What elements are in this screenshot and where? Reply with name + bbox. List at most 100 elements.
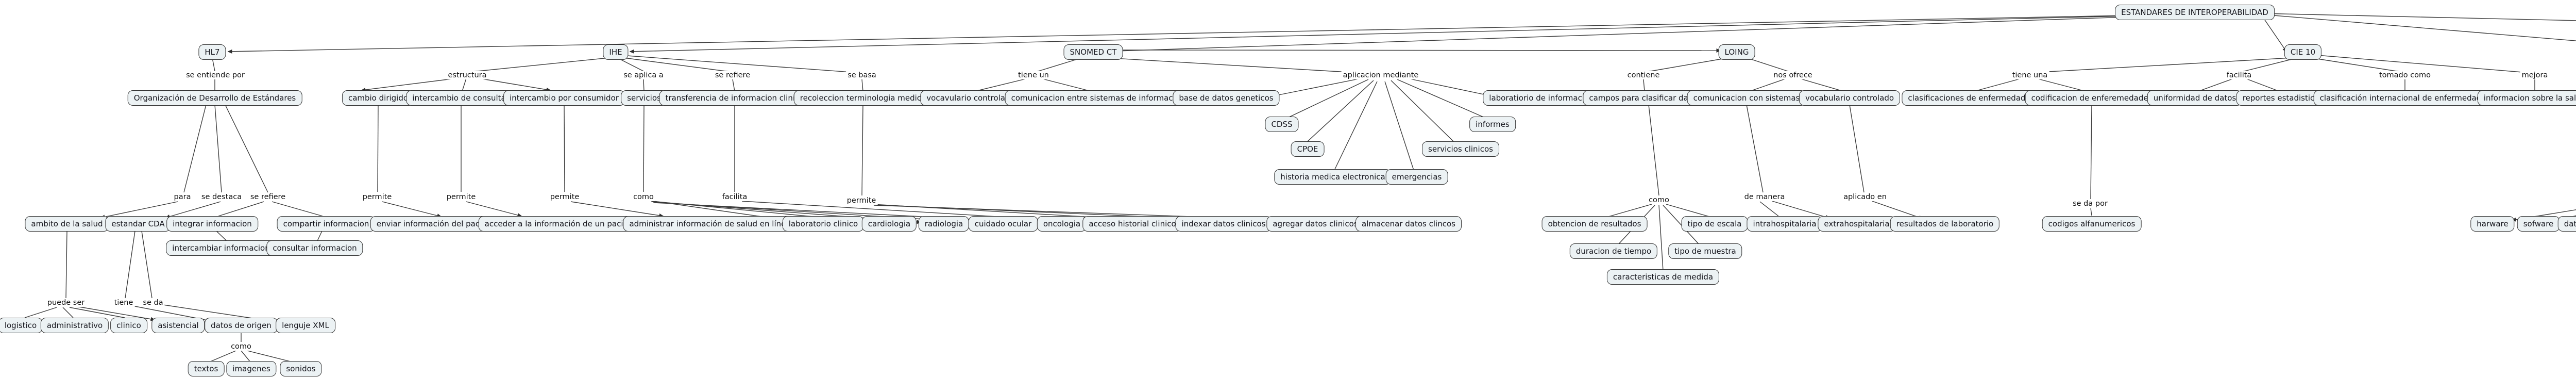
concept-node-recoleccion-terminologia-medica[interactable]: recoleccion terminologia medica <box>793 90 933 106</box>
concept-node-informacion-sobre-la-salud[interactable]: informacion sobre la salud <box>2477 90 2576 106</box>
link-label-tomado-como[interactable]: tomado como <box>2377 71 2433 79</box>
link-label-aplicacion-mediante[interactable]: aplicacion mediante <box>1341 71 1420 79</box>
link-label-permite-intercambio-consultas[interactable]: permite <box>445 193 478 201</box>
concept-node-agregar-datos-clinicos[interactable]: agregar datos clinicos <box>1266 216 1364 232</box>
concept-node-sonidos[interactable]: sonidos <box>280 361 322 376</box>
concept-node-integrar-informacion[interactable]: integrar informacion <box>166 216 258 232</box>
link-label-se-aplica-a[interactable]: se aplica a <box>622 71 665 79</box>
link-label-tiene-un[interactable]: tiene un <box>1016 71 1050 79</box>
link-label-tiene-cda[interactable]: tiene <box>112 299 135 307</box>
concept-node-harware[interactable]: harware <box>2470 216 2515 232</box>
concept-node-caracteristicas-de-medida[interactable]: caracteristicas de medida <box>1606 269 1720 285</box>
link-label-como-campos[interactable]: como <box>1647 196 1671 204</box>
concept-node-resultados-de-laboratorio[interactable]: resultados de laboratorio <box>1890 216 2000 232</box>
concept-node-snomed-ct[interactable]: SNOMED CT <box>1063 44 1123 60</box>
concept-node-transferencia-informacion-clinica[interactable]: transferencia de informacion clinica <box>659 90 810 106</box>
concept-node-codigos-alfanumericos[interactable]: codigos alfanumericos <box>2042 216 2142 232</box>
concept-node-loing[interactable]: LOING <box>1718 44 1755 60</box>
concept-node-cdss[interactable]: CDSS <box>1265 117 1299 132</box>
concept-node-datos-referenciados[interactable]: datos referenciados <box>2557 216 2576 232</box>
concept-node-intercambiar-informacion[interactable]: intercambiar informacion <box>166 240 276 256</box>
concept-node-asistencial[interactable]: asistencial <box>151 318 205 333</box>
link-label-se-basa[interactable]: se basa <box>846 71 878 79</box>
link-label-se-entiende-por[interactable]: se entiende por <box>184 71 246 79</box>
concept-node-intercambio-de-consultas[interactable]: intercambio de consultas <box>406 90 516 106</box>
concept-node-cambio-dirigido[interactable]: cambio dirigido <box>342 90 415 106</box>
concept-node-hl7[interactable]: HL7 <box>198 44 226 60</box>
concept-node-textos[interactable]: textos <box>188 361 225 376</box>
concept-node-laboratiorio-de-informacion[interactable]: laboratiorio de informacion <box>1483 90 1600 106</box>
link-label-tiene-una[interactable]: tiene una <box>2010 71 2049 79</box>
concept-node-lenguje-xml[interactable]: lenguje XML <box>276 318 335 333</box>
concept-node-estandar-cda[interactable]: estandar CDA <box>105 216 171 232</box>
concept-node-campos-para-clasificar-datos[interactable]: campos para clasificar datos <box>1583 90 1706 106</box>
concept-node-organizacion-desarrollo-estandares[interactable]: Organización de Desarrollo de Estándares <box>127 90 302 106</box>
link-label-permite-cambio-dirigido[interactable]: permite <box>361 193 394 201</box>
concept-node-radiologia[interactable]: radiologia <box>918 216 970 232</box>
concept-node-ihe[interactable]: IHE <box>603 44 629 60</box>
concept-node-administrar-informacion-salud-linea[interactable]: administrar información de salud en líne… <box>623 216 797 232</box>
concept-node-imagenes[interactable]: imagenes <box>226 361 277 376</box>
concept-node-logistico[interactable]: logistico <box>0 318 43 333</box>
connector-line <box>643 104 645 192</box>
link-label-facilita-transferencia[interactable]: facilita <box>720 193 749 201</box>
concept-node-clasificacion-internacional-enfermedades[interactable]: clasificación internacional de enfermeda… <box>2313 90 2497 106</box>
concept-node-almacenar-datos-clincos[interactable]: almacenar datos clincos <box>1355 216 1462 232</box>
concept-node-acceder-informacion-paciente[interactable]: acceder a la información de un paciente <box>478 216 647 232</box>
concept-node-cie-10[interactable]: CIE 10 <box>2284 44 2322 60</box>
link-label-nos-ofrece[interactable]: nos ofrece <box>1772 71 1814 79</box>
link-label-aplicado-en[interactable]: aplicado en <box>1842 193 1888 201</box>
link-label-se-da-por[interactable]: se da por <box>2071 200 2109 208</box>
concept-node-intercambio-por-consumidor[interactable]: intercambio por consumidor <box>503 90 625 106</box>
link-label-estructura[interactable]: estructura <box>446 71 488 79</box>
link-label-mejora[interactable]: mejora <box>2520 71 2550 79</box>
concept-node-cuidado-ocular[interactable]: cuidado ocular <box>968 216 1038 232</box>
connector-line <box>629 15 2128 54</box>
concept-node-sofware[interactable]: sofware <box>2517 216 2560 232</box>
link-label-puede-ser[interactable]: puede ser <box>45 299 87 307</box>
concept-node-clasificaciones-de-enfermedades[interactable]: clasificaciones de enfermedades <box>1902 90 2041 106</box>
concept-node-base-datos-geneticos[interactable]: base de datos geneticos <box>1173 90 1280 106</box>
concept-node-root[interactable]: ESTANDARES DE INTEROPERABILIDAD <box>2115 5 2275 20</box>
concept-node-consultar-informacion[interactable]: consultar informacion <box>266 240 363 256</box>
concept-node-uniformidad-de-datos[interactable]: uniformidad de datos <box>2147 90 2243 106</box>
concept-node-comunicacion-entre-sistemas-informacion[interactable]: comunicacion entre sistemas de informaci… <box>1005 90 1191 106</box>
link-label-facilita-cie10[interactable]: facilita <box>2225 71 2253 79</box>
concept-node-laboratorio-clinico[interactable]: laboratorio clinico <box>782 216 865 232</box>
concept-node-tipo-de-muestra[interactable]: tipo de muestra <box>1668 243 1742 259</box>
concept-node-comunicacion-con-sistemas[interactable]: comunicacion con sistemas <box>1687 90 1806 106</box>
concept-node-administrativo[interactable]: administrativo <box>40 318 109 333</box>
concept-node-tipo-de-escala[interactable]: tipo de escala <box>1681 216 1748 232</box>
concept-node-obtencion-de-resultados[interactable]: obtencion de resultados <box>1541 216 1648 232</box>
concept-node-clinico[interactable]: clinico <box>110 318 147 333</box>
concept-node-cardiologia[interactable]: cardiologia <box>861 216 917 232</box>
concept-node-codificacion-de-enferemedades[interactable]: codificacion de enferemedades <box>2025 90 2159 106</box>
concept-node-vocavulario-controlado[interactable]: vocavulario controlado <box>920 90 1021 106</box>
concept-node-ambito-de-la-salud[interactable]: ambito de la salud <box>25 216 109 232</box>
link-label-como-servicios[interactable]: como <box>632 193 655 201</box>
concept-node-emergencias[interactable]: emergencias <box>1385 169 1448 185</box>
concept-node-datos-de-origen[interactable]: datos de origen <box>205 318 278 333</box>
link-label-se-destaca[interactable]: se destaca <box>199 193 244 201</box>
concept-node-duracion-de-tiempo[interactable]: duracion de tiempo <box>1569 243 1658 259</box>
link-label-como-datos-origen[interactable]: como <box>229 342 253 351</box>
concept-node-servicios-clinicos[interactable]: servicios clinicos <box>1422 141 1499 157</box>
link-label-para-organizacion[interactable]: para <box>172 193 193 201</box>
concept-node-historia-medica-electronica[interactable]: historia medica electronica <box>1274 169 1392 185</box>
concept-node-cpoe[interactable]: CPOE <box>1291 141 1325 157</box>
link-label-permite-intercambio-consumidor[interactable]: permite <box>548 193 581 201</box>
link-label-contiene[interactable]: contiene <box>1625 71 1662 79</box>
link-label-se-refiere-ihe[interactable]: se refiere <box>713 71 752 79</box>
link-label-se-refiere-organizacion[interactable]: se refiere <box>248 193 287 201</box>
concept-node-vocabulario-controlado[interactable]: vocabulario controlado <box>1799 90 1901 106</box>
concept-node-oncologia[interactable]: oncologia <box>1037 216 1087 232</box>
concept-node-extrahospitalaria[interactable]: extrahospitalaria <box>1818 216 1896 232</box>
concept-node-indexar-datos-clinicos[interactable]: indexar datos clinicos <box>1175 216 1272 232</box>
link-label-se-da-cda[interactable]: se da <box>141 299 165 307</box>
link-label-permite-recoleccion[interactable]: permite <box>845 196 878 205</box>
link-label-de-manera[interactable]: de manera <box>1742 193 1787 201</box>
concept-node-intrahospitalaria[interactable]: intrahospitalaria <box>1747 216 1823 232</box>
concept-node-acceso-historial-clinico[interactable]: acceso historial clinico <box>1082 216 1182 232</box>
concept-node-informes[interactable]: informes <box>1469 117 1516 132</box>
concept-node-compartir-informacion[interactable]: compartir informacion <box>277 216 376 232</box>
